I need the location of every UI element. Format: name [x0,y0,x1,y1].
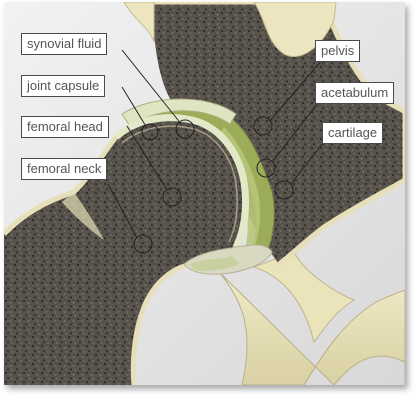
label-pelvis: pelvis [315,40,360,62]
label-femoral-head: femoral head [21,116,109,138]
hip-joint-diagram: synovial fluid joint capsule femoral hea… [4,2,405,385]
label-acetabulum: acetabulum [315,82,394,104]
label-synovial-fluid: synovial fluid [21,33,107,55]
label-cartilage: cartilage [322,122,383,144]
label-joint-capsule: joint capsule [21,75,105,97]
label-femoral-neck: femoral neck [21,158,107,180]
